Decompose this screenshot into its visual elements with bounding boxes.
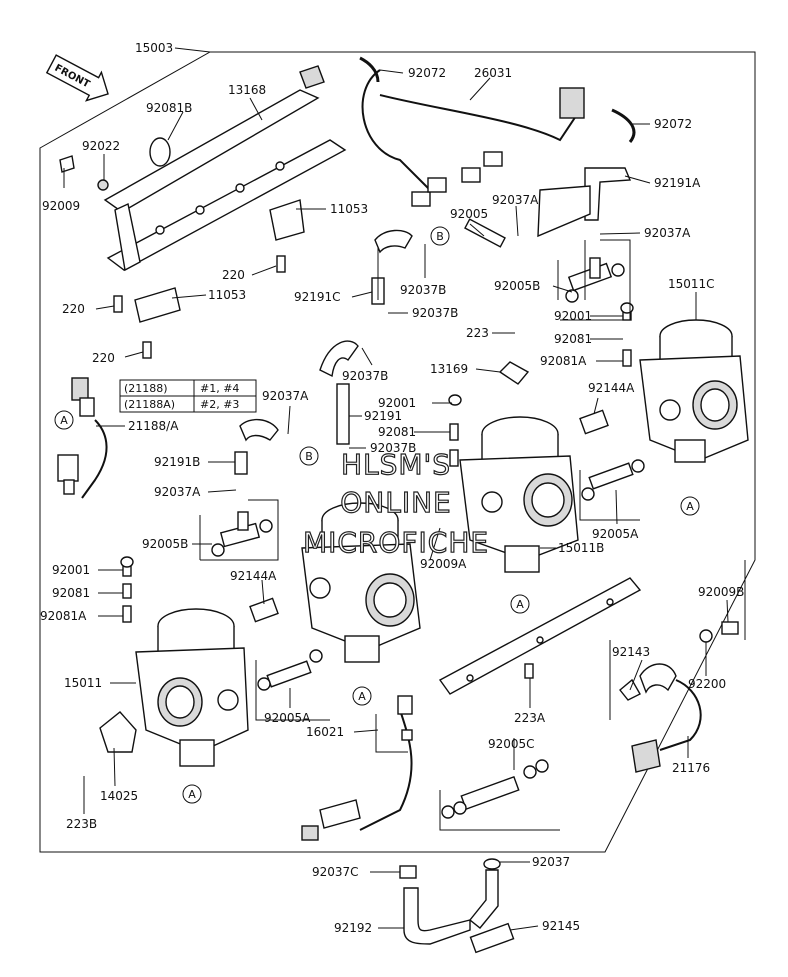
callout-92037A-d: 92037A (154, 485, 201, 499)
callout-223: 223 (466, 326, 489, 340)
watermark-line-3: MICROFICHE (303, 526, 489, 559)
callout-92081-a: 92081 (554, 332, 592, 346)
callout-92191C: 92191C (294, 290, 341, 304)
callout-220-c: 220 (92, 351, 115, 365)
callout-92143: 92143 (612, 645, 650, 659)
callout-92081-b: 92081 (378, 425, 416, 439)
callout-92005C: 92005C (488, 737, 535, 751)
rail-assembly (59, 65, 347, 323)
callout-labels: 15003 92081B 13168 92022 92009 11053 220… (40, 41, 744, 935)
carburetor-15011 (99, 608, 249, 767)
callout-92144A-b: 92144A (230, 569, 277, 583)
callout-92191B: 92191B (154, 455, 200, 469)
ref-A-2: A (686, 500, 694, 513)
reference-marks: A A A A A B B (54, 226, 700, 804)
callout-92037C: 92037C (312, 865, 359, 879)
callout-21188A: 21188/A (128, 419, 179, 433)
table-row-2-part: (21188A) (124, 398, 175, 411)
bolts-left (113, 255, 286, 359)
choke-cable (619, 621, 739, 773)
callout-92145: 92145 (542, 919, 580, 933)
reference-table: (21188) #1, #4 (21188A) #2, #3 (119, 379, 257, 413)
table-row-1-part: (21188) (124, 382, 168, 395)
callout-92037B-b: 92037B (412, 306, 458, 320)
watermark: HLSM'S ONLINE MICROFICHE (302, 447, 489, 559)
callout-92037A-b: 92037A (644, 226, 691, 240)
callout-92192: 92192 (334, 921, 372, 935)
callout-13169: 13169 (430, 362, 468, 376)
sensor-21188 (57, 377, 108, 499)
carburetor-middle-left (301, 502, 421, 663)
vent-hoses (234, 167, 632, 475)
callout-92081-c: 92081 (52, 586, 90, 600)
callout-92009B: 92009B (698, 585, 744, 599)
callout-92009A: 92009A (420, 557, 467, 571)
t-fittings (211, 218, 625, 557)
callout-92001-c: 92001 (52, 563, 90, 577)
callout-15011C: 15011C (668, 277, 715, 291)
callout-16021: 16021 (306, 725, 344, 739)
callout-11053-a: 11053 (330, 202, 368, 216)
callout-223B: 223B (66, 817, 97, 831)
leader-lines (63, 47, 729, 931)
ref-A-3: A (516, 598, 524, 611)
wire-harness (359, 56, 636, 207)
callout-92037: 92037 (532, 855, 570, 869)
callout-15011B: 15011B (558, 541, 604, 555)
watermark-line-1: HLSM'S (341, 448, 451, 481)
callout-223A: 223A (514, 711, 546, 725)
callout-92037B-a: 92037B (400, 283, 446, 297)
throttle-cable (301, 695, 413, 841)
callout-92191A: 92191A (654, 176, 701, 190)
callout-92005A-a: 92005A (592, 527, 639, 541)
callout-21176: 21176 (672, 761, 710, 775)
ref-B-1: B (436, 230, 444, 243)
callout-92005B-l: 92005B (142, 537, 188, 551)
callout-13168: 13168 (228, 83, 266, 97)
callout-26031: 26031 (474, 66, 512, 80)
callout-92191: 92191 (364, 409, 402, 423)
grouping-lines (199, 239, 746, 831)
callout-92072-a: 92072 (408, 66, 446, 80)
callout-92144A-a: 92144A (588, 381, 635, 395)
callout-92037A-c: 92037A (262, 389, 309, 403)
callout-220-b: 220 (62, 302, 85, 316)
callout-92081B: 92081B (146, 101, 192, 115)
callout-92081A-b: 92081A (40, 609, 87, 623)
ref-A-1: A (60, 414, 68, 427)
bottom-rail (438, 577, 642, 695)
callout-92001-b: 92001 (378, 396, 416, 410)
callout-92200: 92200 (688, 677, 726, 691)
carburetor-15011C (639, 319, 749, 463)
callout-92081A-a: 92081A (540, 354, 587, 368)
ref-B-2: B (305, 450, 313, 463)
callout-92001-a: 92001 (554, 309, 592, 323)
callout-92072-b: 92072 (654, 117, 692, 131)
callout-92005B-r: 92005B (494, 279, 540, 293)
watermark-line-2: ONLINE (340, 486, 451, 519)
springs-and-jets (120, 302, 634, 954)
callout-92037B-c: 92037B (342, 369, 388, 383)
callout-15011: 15011 (64, 676, 102, 690)
ref-A-5: A (188, 788, 196, 801)
callout-92022: 92022 (82, 139, 120, 153)
carburetor-15011B (459, 361, 579, 573)
front-arrow-icon: FRONT (45, 54, 109, 102)
callout-92037B-d: 92037B (370, 441, 416, 455)
ref-A-4: A (358, 690, 366, 703)
callout-92005A-b: 92005A (264, 711, 311, 725)
callout-92037A-a: 92037A (492, 193, 539, 207)
connecting-pipes (257, 459, 645, 819)
callout-220-a: 220 (222, 268, 245, 282)
drain-hoses (399, 858, 501, 945)
table-row-2-cyl: #2, #3 (200, 398, 239, 411)
table-row-1-cyl: #1, #4 (200, 382, 239, 395)
callout-92009: 92009 (42, 199, 80, 213)
callout-15003: 15003 (135, 41, 173, 55)
callout-92005: 92005 (450, 207, 488, 221)
callout-14025: 14025 (100, 789, 138, 803)
callout-11053-b: 11053 (208, 288, 246, 302)
